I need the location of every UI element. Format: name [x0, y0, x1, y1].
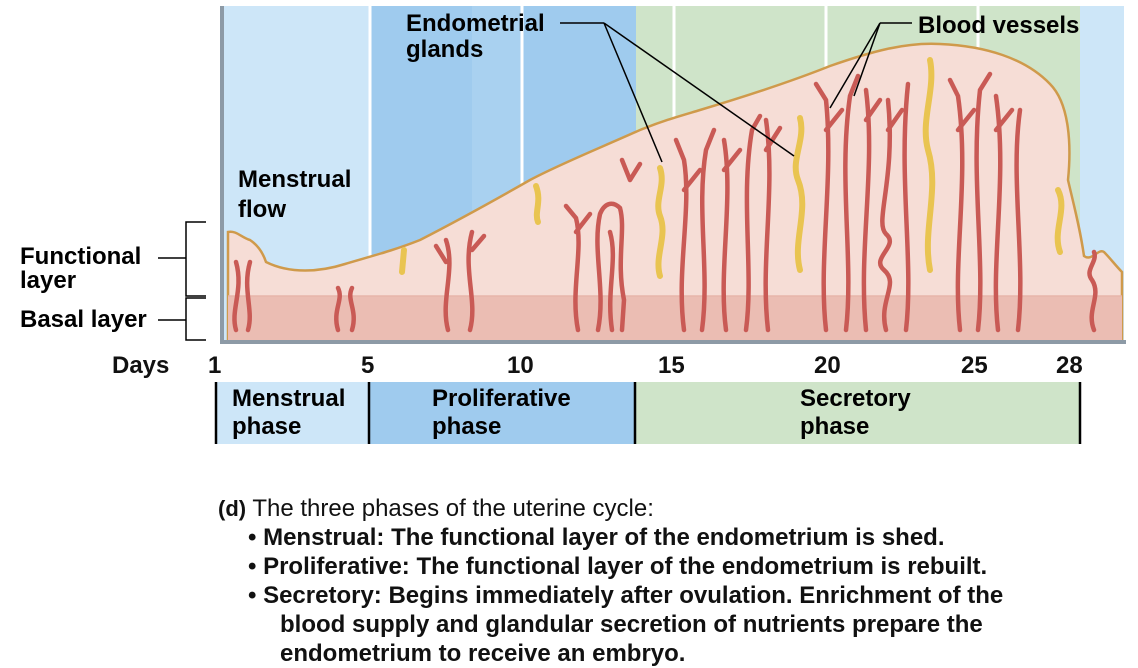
gland — [1054, 187, 1065, 255]
vessel — [673, 137, 703, 333]
vessel — [607, 157, 643, 333]
caption-secretory-line-3: endometrium to receive an embryo. — [280, 640, 686, 667]
vessel — [877, 97, 905, 333]
functional-layer-bracket — [158, 221, 206, 297]
gland — [399, 247, 407, 275]
vessel — [1087, 249, 1098, 333]
gland — [792, 115, 806, 273]
gland — [655, 165, 666, 279]
vessel — [947, 77, 977, 333]
caption-tag: (d) — [218, 496, 247, 521]
endometrial-glands-label: Endometrial glands — [406, 10, 545, 63]
day-tick: 15 — [658, 352, 685, 379]
basal-layer-label: Basal layer — [20, 306, 147, 333]
proliferative-phase-box — [369, 382, 635, 444]
vessel — [334, 285, 342, 333]
days-axis-label: Days — [112, 352, 170, 379]
vessel — [244, 259, 253, 333]
menstrual-phase-box — [216, 382, 369, 444]
vessel — [348, 285, 356, 333]
gland — [533, 183, 542, 225]
phase-dividers — [214, 382, 1082, 444]
vessel — [563, 203, 593, 333]
caption-secretory-line-2: blood supply and glandular secretion of … — [280, 611, 983, 638]
vessel — [433, 237, 452, 333]
secretory-phase-box — [635, 382, 1080, 444]
leader-lines — [560, 22, 912, 163]
vessel — [902, 81, 911, 333]
caption-bullet-menstrual: • Menstrual: The functional layer of the… — [248, 524, 945, 551]
figure-caption: (d) The three phases of the uterine cycl… — [218, 494, 1003, 668]
vessel — [232, 259, 241, 333]
vessel — [595, 201, 627, 333]
vessel — [743, 113, 763, 333]
blood-vessels-label: Blood vessels — [918, 12, 1080, 39]
gland — [922, 57, 936, 273]
day-tick: 20 — [814, 352, 841, 379]
vessel — [843, 73, 861, 333]
vessel — [1014, 107, 1023, 333]
functional-layer-label: Functional layer — [20, 243, 142, 294]
day-tick: 25 — [961, 352, 988, 379]
day-tick: 10 — [507, 352, 534, 379]
vessel — [813, 81, 845, 333]
endometrial-glands — [399, 57, 1065, 279]
day-tick: 28 — [1056, 352, 1083, 379]
day-tick: 5 — [361, 352, 375, 379]
basal-layer-bracket — [158, 297, 206, 341]
caption-intro: (d) The three phases of the uterine cycl… — [218, 494, 1003, 523]
blood-vessels — [232, 71, 1098, 333]
caption-bullet-proliferative: • Proliferative: The functional layer of… — [248, 553, 988, 580]
vessel — [763, 117, 783, 333]
caption-intro-text: The three phases of the uterine cycle: — [252, 495, 654, 522]
menstrual-flow-label: Menstrual flow — [238, 166, 352, 223]
vessel — [861, 87, 883, 333]
basal-layer-tissue — [228, 296, 1122, 340]
vessel — [699, 127, 717, 333]
vessel — [721, 137, 743, 333]
caption-bullet-secretory: • Secretory: Begins immediately after ov… — [248, 582, 1004, 609]
vessel — [993, 93, 1015, 333]
vessel — [974, 71, 993, 333]
day-tick: 1 — [208, 352, 222, 379]
vessel — [466, 229, 487, 333]
